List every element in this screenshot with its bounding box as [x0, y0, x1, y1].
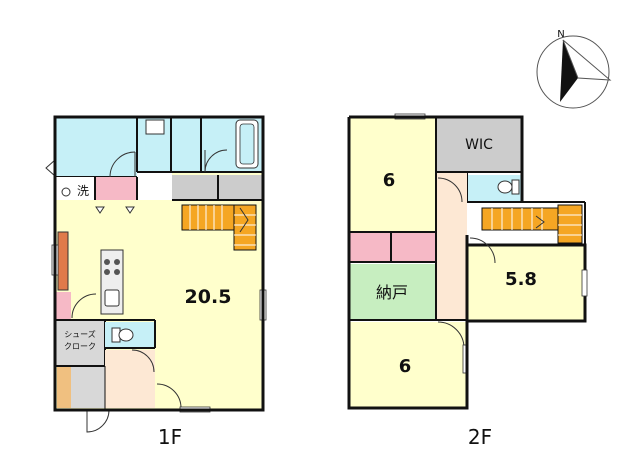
- storage-room-label: 納戸: [376, 283, 408, 302]
- stove-icon: [104, 259, 110, 265]
- entrance-door-swing: [86, 409, 110, 433]
- bedroom-6-lower-label: 6: [399, 356, 412, 377]
- staircase-1f: [181, 204, 257, 251]
- shoe-closet-label-1: シューズ: [64, 329, 96, 339]
- floor-2f-label: 2F: [468, 425, 492, 449]
- wall-outline-1f: [53, 115, 265, 412]
- storage-room: [349, 264, 436, 320]
- toilet-2f-icon: [511, 179, 520, 195]
- compass-north-label: N: [557, 29, 564, 40]
- hallway-2f: [437, 172, 467, 320]
- door-swing-icon: [109, 151, 136, 178]
- storage-pink-1f: [55, 292, 71, 320]
- washer-icon: [61, 187, 71, 197]
- bedroom-5-8: [467, 245, 585, 321]
- shoe-closet: [55, 320, 105, 366]
- compass: N: [536, 29, 612, 109]
- closet-pink-2f-right: [391, 232, 436, 262]
- ldk-area-label: 20.5: [185, 286, 232, 308]
- bedroom-6-upper: [349, 117, 436, 232]
- compass-arrow-icon: [560, 40, 578, 102]
- shoe-closet-label-2: クローク: [64, 342, 96, 351]
- sink-icon: [104, 289, 120, 307]
- staircase-2f: [481, 204, 583, 244]
- washbasin-icon: [145, 119, 165, 135]
- floor-1f-label: 1F: [158, 425, 182, 449]
- kitchen-shelf: [57, 231, 69, 291]
- bathroom-1f: [55, 117, 137, 177]
- bedroom-5-8-label: 5.8: [505, 269, 537, 290]
- entrance-hall: [105, 350, 155, 408]
- bedroom-6-lower: [349, 322, 466, 408]
- pantry-pink: [95, 177, 137, 200]
- wic: [436, 117, 522, 172]
- floor-1f: 洗: [45, 115, 267, 449]
- closet-pink-2f-left: [349, 232, 391, 262]
- toilet-1f-top: [171, 117, 201, 172]
- floor-2f: WIC: [347, 113, 588, 449]
- wic-label: WIC: [465, 137, 493, 153]
- laundry-label: 洗: [77, 184, 89, 198]
- bedroom-6-upper-label: 6: [383, 170, 396, 191]
